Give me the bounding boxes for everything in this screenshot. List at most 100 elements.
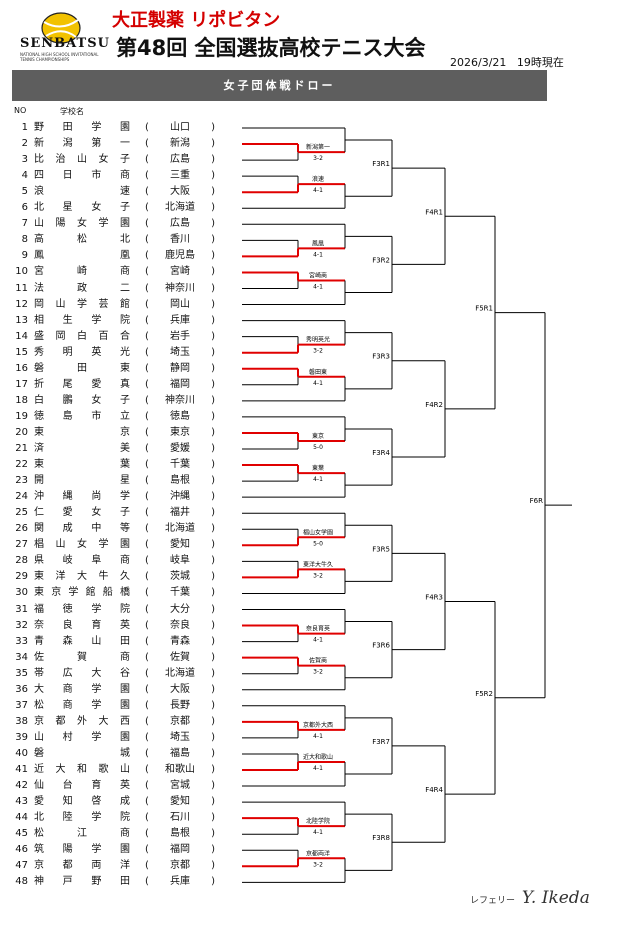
match-score-label: 3-2: [313, 669, 323, 676]
team-prefecture: (北海道): [145, 666, 215, 682]
match-winner-label: 宮崎商: [309, 271, 327, 279]
match-winner-label: 奈良育英: [306, 625, 330, 633]
paren-open: (: [145, 571, 149, 583]
match-score-label: 4-1: [313, 251, 323, 258]
paren-close: ): [211, 426, 215, 438]
team-prefecture: (福島): [145, 746, 215, 762]
prefecture-value: 福岡: [170, 378, 190, 390]
paren-open: (: [145, 747, 149, 759]
paren-open: (: [145, 234, 149, 246]
team-prefecture: (広島): [145, 216, 215, 232]
paren-open: (: [145, 314, 149, 326]
paren-close: ): [211, 298, 215, 310]
paren-close: ): [211, 539, 215, 551]
team-prefecture: (福岡): [145, 842, 215, 858]
team-prefecture: (山口): [145, 120, 215, 136]
round5-label: F5R1: [475, 305, 493, 313]
team-prefecture: (青森): [145, 634, 215, 650]
prefecture-value: 新潟: [170, 138, 190, 150]
team-prefecture: (島根): [145, 826, 215, 842]
paren-close: ): [211, 154, 215, 166]
match-winner-label: 磐田東: [309, 368, 327, 376]
prefecture-value: 石川: [170, 812, 190, 824]
team-prefecture: (埼玉): [145, 345, 215, 361]
final-label: F6R: [530, 497, 543, 505]
paren-open: (: [145, 683, 149, 695]
paren-open: (: [145, 122, 149, 133]
team-number: 18: [15, 394, 28, 406]
match-winner-label: 近大和歌山: [303, 753, 333, 761]
paren-close: ): [211, 362, 215, 374]
paren-open: (: [145, 667, 149, 679]
team-name: 東洋大牛久: [34, 571, 130, 583]
team-prefecture: (茨城): [145, 569, 215, 585]
paren-open: (: [145, 651, 149, 663]
team-number: 44: [15, 812, 28, 824]
team-number: 26: [15, 523, 28, 535]
team-number: 23: [15, 475, 28, 487]
match-winner-label: 椙山女学園: [303, 528, 333, 536]
paren-close: ): [211, 699, 215, 711]
paren-close: ): [211, 587, 215, 599]
team-name: 浪速: [34, 186, 130, 198]
prefecture-value: 佐賀: [170, 651, 190, 663]
team-number: 46: [15, 844, 28, 856]
prefecture-value: 神奈川: [165, 394, 195, 406]
match-score-label: 4-1: [313, 380, 323, 387]
team-number: 14: [15, 330, 28, 342]
paren-close: ): [211, 330, 215, 342]
paren-open: (: [145, 138, 149, 150]
team-number: 20: [15, 426, 28, 438]
paren-open: (: [145, 186, 149, 198]
team-number: 13: [15, 314, 28, 326]
team-prefecture: (広島): [145, 152, 215, 168]
paren-open: (: [145, 844, 149, 856]
team-prefecture: (神奈川): [145, 393, 215, 409]
paren-open: (: [145, 587, 149, 599]
paren-open: (: [145, 170, 149, 182]
prefecture-value: 広島: [170, 218, 190, 230]
team-prefecture: (奈良): [145, 618, 215, 634]
match-winner-label: 鳳凰: [312, 240, 324, 247]
match-winner-label: 東洋大牛久: [303, 560, 333, 568]
team-prefecture: (宮崎): [145, 264, 215, 280]
paren-open: (: [145, 780, 149, 792]
round3-label: F3R6: [372, 642, 390, 650]
match-score-label: 4-1: [313, 187, 323, 194]
team-name: 秀明英光: [34, 346, 130, 358]
team-name: 白鵬女子: [34, 394, 130, 406]
prefecture-value: 長野: [170, 699, 190, 711]
paren-open: (: [145, 860, 149, 872]
paren-close: ): [211, 250, 215, 262]
team-prefecture: (千葉): [145, 457, 215, 473]
team-prefecture: (大阪): [145, 184, 215, 200]
prefecture-value: 福島: [170, 747, 190, 759]
match-score-label: 5-0: [313, 540, 323, 547]
paren-open: (: [145, 764, 149, 775]
team-number: 33: [15, 635, 28, 647]
team-prefecture: (香川): [145, 232, 215, 248]
paren-open: (: [145, 410, 149, 422]
match-score-label: 3-2: [313, 572, 323, 579]
team-number: 2: [21, 138, 28, 150]
paren-close: ): [211, 491, 215, 503]
round4-label: F4R3: [425, 593, 443, 601]
paren-close: ): [211, 202, 215, 214]
prefecture-value: 和歌山: [165, 764, 195, 775]
team-name: 山村学園: [34, 731, 130, 743]
prefecture-value: 徳島: [170, 410, 190, 422]
team-number: 48: [15, 876, 28, 888]
team-number: 6: [21, 202, 28, 214]
paren-open: (: [145, 603, 149, 615]
team-number: 32: [15, 619, 28, 631]
prefecture-value: 静岡: [170, 362, 190, 374]
paren-close: ): [211, 812, 215, 824]
team-number: 8: [21, 234, 28, 246]
team-name: 近大和歌山: [34, 764, 130, 775]
team-name: 法政二: [34, 282, 130, 294]
team-name: 磐田東: [34, 362, 130, 374]
round4-label: F4R1: [425, 208, 443, 216]
paren-open: (: [145, 491, 149, 503]
match-winner-label: 新潟第一: [306, 143, 330, 151]
team-prefecture: (島根): [145, 473, 215, 489]
